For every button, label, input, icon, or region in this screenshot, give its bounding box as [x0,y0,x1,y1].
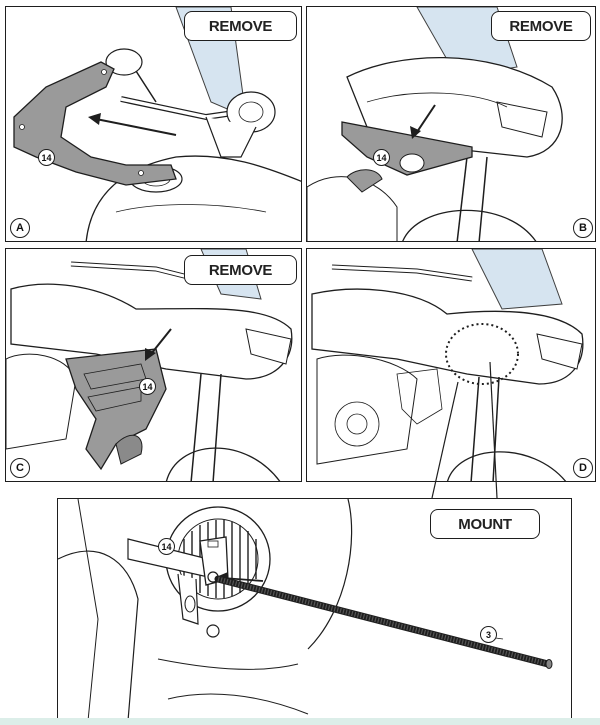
detail-panel: MOUNT 14 3 [57,498,572,720]
panel-a: REMOVE 14 A [5,6,302,242]
part-callout-c: 14 [139,378,156,395]
bottom-strip [0,718,600,725]
part-callout-detail: 14 [158,538,175,555]
remove-label-a: REMOVE [184,11,297,41]
panel-letter-a: A [10,218,30,238]
panel-b-illustration [307,7,563,241]
part-callout-b: 14 [373,149,390,166]
part-callout-a: 14 [38,149,55,166]
mount-label: MOUNT [430,509,540,539]
panel-letter-d: D [573,458,593,478]
panel-d-illustration [311,249,584,481]
panel-letter-c: C [10,458,30,478]
remove-label-b: REMOVE [491,11,591,41]
rod-callout: 3 [480,626,497,643]
panel-a-illustration [13,7,301,241]
panel-c: REMOVE 14 C [5,248,302,482]
panel-letter-b: B [573,218,593,238]
panel-d: D [306,248,596,482]
remove-label-c: REMOVE [184,255,297,285]
detail-panel-illustration [58,499,553,719]
panel-b: REMOVE 14 B [306,6,596,242]
